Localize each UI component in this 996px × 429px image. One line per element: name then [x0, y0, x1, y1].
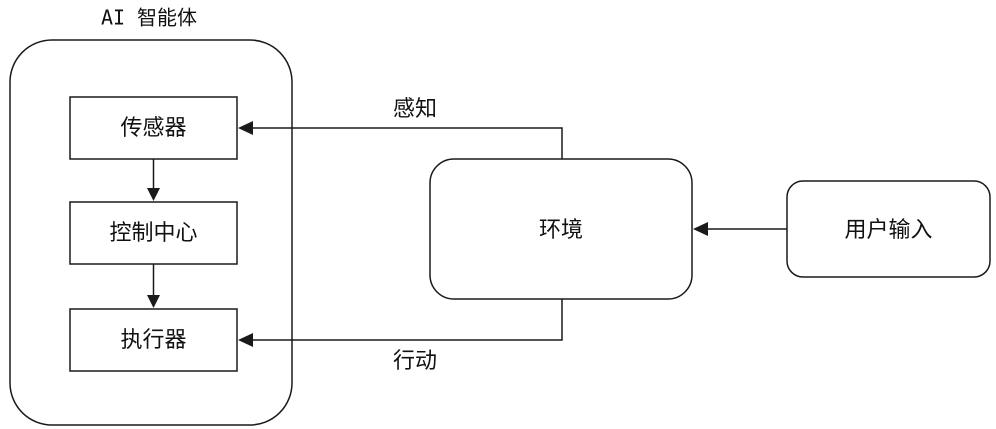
- sensor-label: 传感器: [120, 116, 186, 141]
- agent-title: AI 智能体: [101, 6, 197, 30]
- control-to-actuator-arrow: [147, 264, 160, 308]
- control-center-node: [69, 201, 238, 265]
- environment-label: 环境: [539, 218, 583, 243]
- action-arrow: [238, 299, 563, 347]
- user-input-label: 用户输入: [844, 218, 932, 243]
- actuator-node: [69, 308, 238, 372]
- action-label: 行动: [393, 349, 437, 374]
- perception-arrow: [238, 121, 563, 159]
- environment-node: [429, 158, 693, 300]
- sensor-to-control-arrow: [147, 159, 160, 201]
- perception-label: 感知: [393, 97, 437, 122]
- sensor-node: [69, 96, 238, 160]
- user-input-to-environment-arrow: [693, 222, 787, 236]
- control-center-label: 控制中心: [109, 221, 197, 246]
- actuator-label: 执行器: [120, 328, 186, 353]
